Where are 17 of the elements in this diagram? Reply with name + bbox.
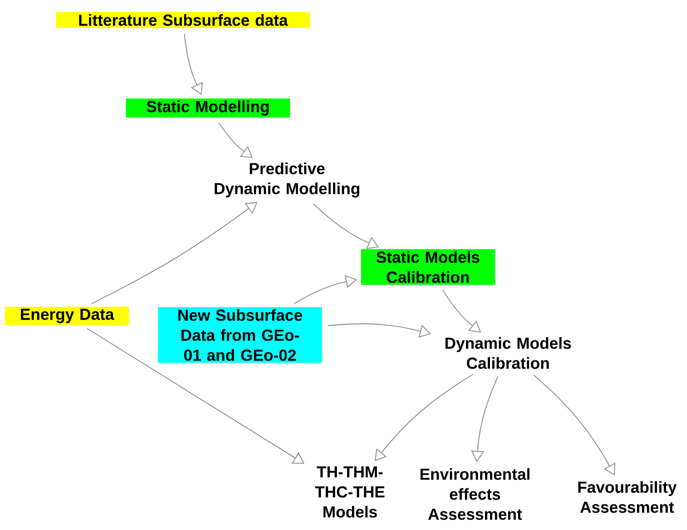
arrow [313,203,379,249]
arrow [442,290,481,332]
highlighted-label: Static Models Calibration [361,249,495,285]
arrow [86,328,304,464]
step-label: TH-THM-THC-THE Models [315,466,384,518]
arrow [294,275,357,304]
arrow [90,202,258,304]
highlighted-label: Static Modelling [126,98,290,118]
arrow [471,376,498,462]
step-label: Environmental effects Assessment [420,468,530,520]
highlighted-label: Litterature Subsurface data [56,12,310,28]
highlighted-label: New Subsurface Data from GEo-01 and GEo-02 [158,307,322,363]
arrow [533,374,616,476]
step-label: Dynamic Models Calibration [446,337,571,369]
step-label: Favourability Assessment [578,481,677,513]
highlighted-label: Energy Data [5,306,129,326]
step-label: Predictive Dynamic Modelling [214,162,360,198]
